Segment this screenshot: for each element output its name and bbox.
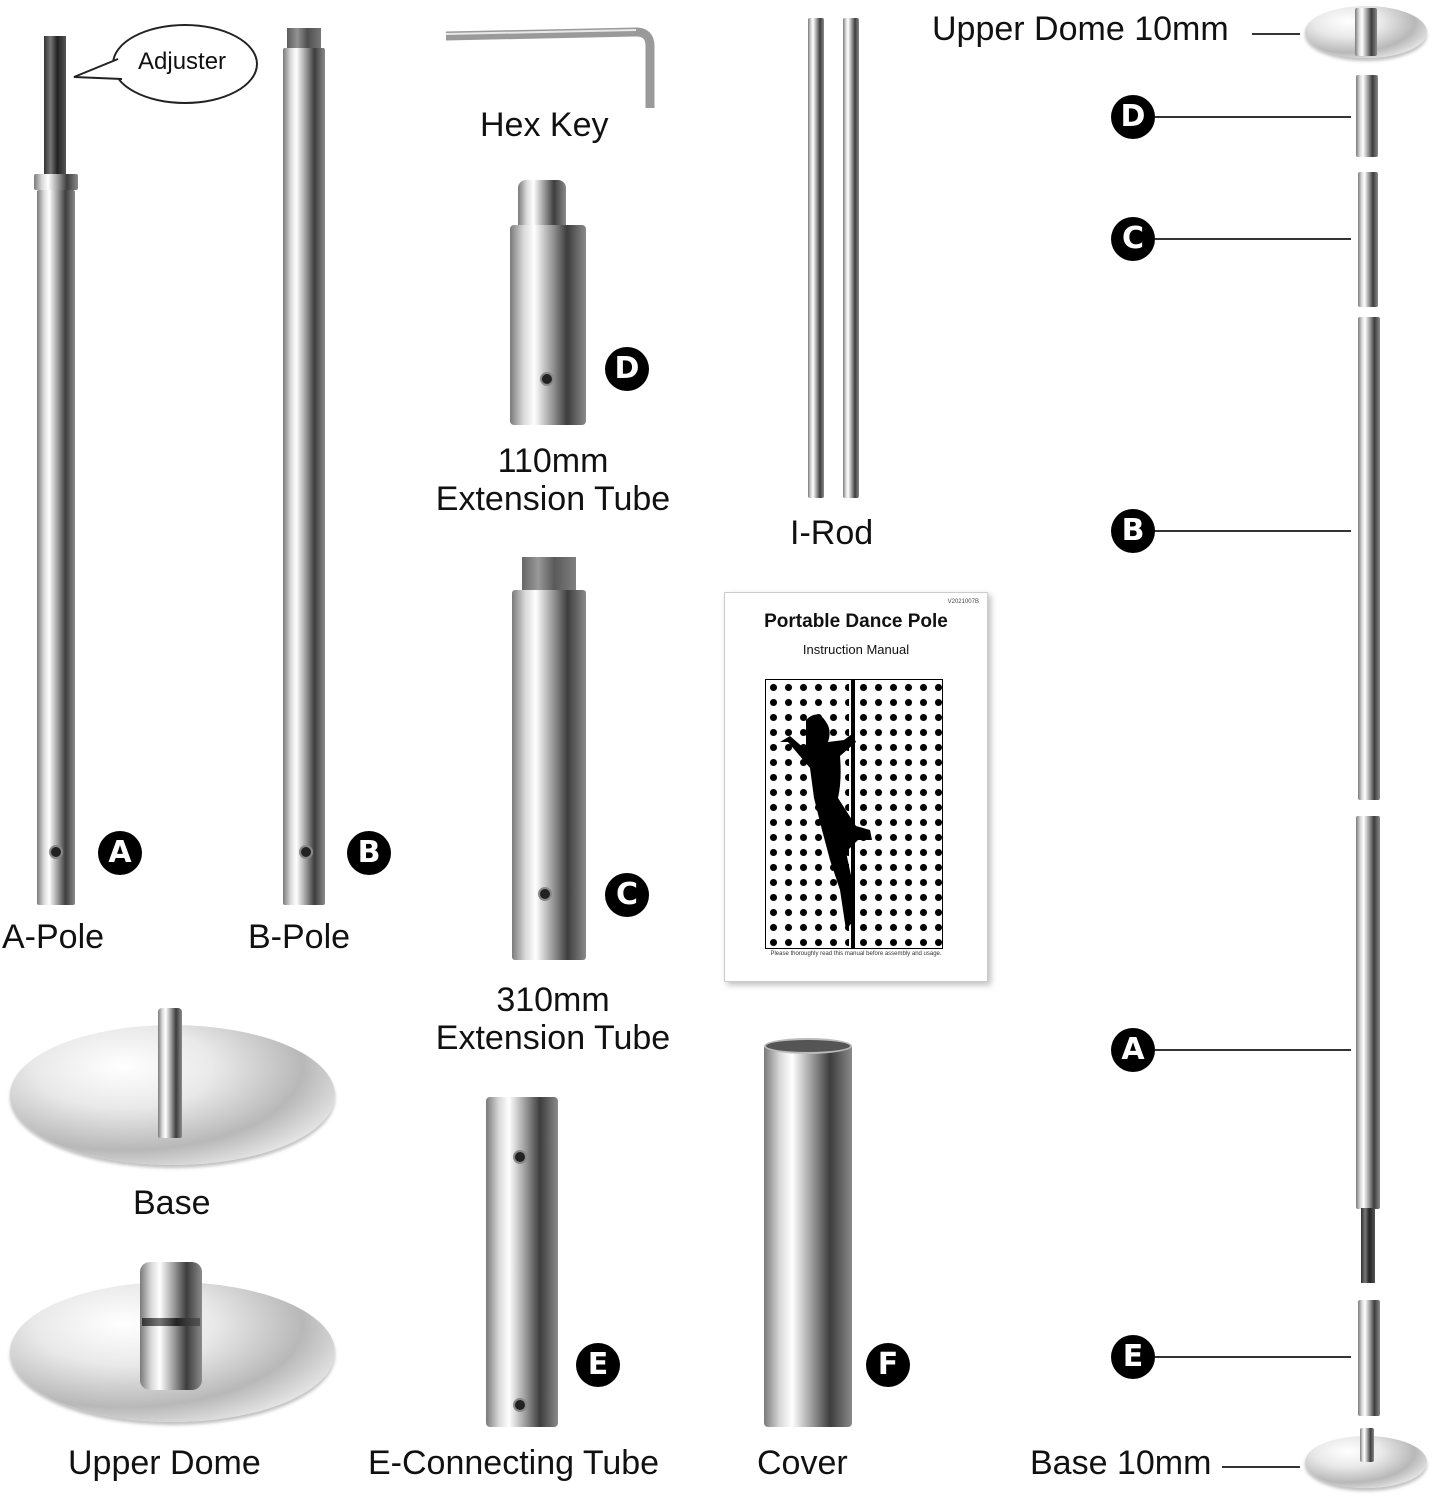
ext110-label-1: 110mm <box>497 442 609 480</box>
assembly-part-b <box>1358 317 1380 800</box>
manual-footer: Please thoroughly read this manual befor… <box>770 951 942 957</box>
adjuster-bubble <box>112 24 258 104</box>
cover-tube <box>764 1044 852 1427</box>
i-rod-right <box>843 18 859 498</box>
ext310-hole <box>538 887 552 901</box>
b-pole-hole <box>299 845 313 859</box>
ext310-thread <box>522 557 576 593</box>
dancer-silhouette-icon <box>780 680 872 948</box>
assembly-callout-a: A <box>1111 1028 1155 1072</box>
e-tube-hole-top <box>513 1150 527 1164</box>
assembly-part-d <box>1356 75 1378 157</box>
upper-dome-connector <box>140 1262 202 1390</box>
cover-label: Cover <box>757 1444 848 1482</box>
badge-a-pole: A <box>98 831 142 875</box>
assembly-part-e <box>1358 1300 1380 1416</box>
assembly-callout-e: E <box>1111 1335 1155 1379</box>
badge-d-ext110: D <box>605 347 649 391</box>
ext110-thread <box>518 180 566 228</box>
badge-e-tube: E <box>576 1343 620 1387</box>
assembly-bottom-label: Base 10mm <box>1030 1444 1212 1482</box>
assembly-leader-e <box>1155 1356 1351 1358</box>
cover-tube-rim <box>764 1038 852 1054</box>
b-pole-thread <box>287 28 321 50</box>
ext110-tube <box>510 225 586 425</box>
base-post <box>158 1008 182 1138</box>
a-pole-adjuster <box>44 36 66 176</box>
assembly-callout-d: D <box>1111 95 1155 139</box>
ext310-tube <box>512 590 586 960</box>
ext110-label-2: Extension Tube <box>435 480 671 518</box>
upper-dome-label: Upper Dome <box>68 1444 261 1482</box>
assembly-leader-d <box>1155 116 1351 118</box>
adjuster-label: Adjuster <box>138 48 227 75</box>
assembly-leader-c <box>1155 238 1351 240</box>
assembly-part-a-adjuster <box>1361 1208 1375 1283</box>
hex-key-label: Hex Key <box>480 106 609 144</box>
adjuster-bubble-tail <box>73 58 123 80</box>
manual-cover-art <box>765 679 943 949</box>
assembly-callout-b: B <box>1111 509 1155 553</box>
assembly-top-label: Upper Dome 10mm <box>932 10 1229 48</box>
ext110-hole <box>540 372 554 386</box>
i-rod-left <box>808 18 824 498</box>
assembly-upper-dome-connector <box>1355 8 1377 56</box>
base-label: Base <box>133 1184 211 1222</box>
a-pole-label: A-Pole <box>2 918 105 956</box>
assembly-bottom-leader <box>1222 1466 1300 1468</box>
b-pole <box>283 48 325 905</box>
badge-c-ext310: C <box>605 873 649 917</box>
manual-subtitle: Instruction Manual <box>802 642 910 657</box>
ext310-label-1: 310mm <box>496 981 610 1019</box>
assembly-top-leader <box>1252 33 1300 35</box>
manual-code: V2021007B <box>947 599 979 605</box>
b-pole-label: B-Pole <box>248 918 351 956</box>
upper-dome-connector-band <box>142 1318 200 1326</box>
manual-title: Portable Dance Pole <box>764 611 948 632</box>
i-rod-label: I-Rod <box>790 514 874 552</box>
ext310-label-2: Extension Tube <box>435 1019 671 1057</box>
hex-key-icon <box>445 27 655 108</box>
assembly-leader-b <box>1155 530 1351 532</box>
assembly-part-a <box>1356 816 1380 1209</box>
assembly-part-c <box>1358 172 1378 307</box>
a-pole-collar <box>34 174 78 190</box>
instruction-manual: V2021007B Portable Dance Pole Instructio… <box>724 592 988 982</box>
assembly-callout-c: C <box>1111 217 1155 261</box>
e-tube-hole-bottom <box>513 1398 527 1412</box>
badge-b-pole: B <box>347 831 391 875</box>
assembly-base-post <box>1360 1428 1374 1462</box>
e-connecting-tube <box>486 1097 558 1427</box>
badge-f-cover: F <box>866 1343 910 1387</box>
a-pole-hole <box>49 845 63 859</box>
a-pole <box>37 190 75 905</box>
e-connecting-tube-label: E-Connecting Tube <box>368 1444 660 1482</box>
assembly-leader-a <box>1155 1049 1351 1051</box>
